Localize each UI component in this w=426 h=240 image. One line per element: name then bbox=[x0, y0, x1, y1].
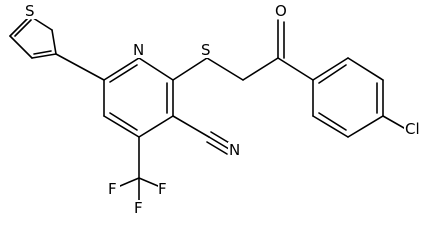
thioether-linker bbox=[172, 19, 314, 81]
atom-nitrile-n: N bbox=[228, 141, 242, 159]
chlorophenyl-ring bbox=[312, 57, 405, 138]
atom-fluorine-2: F bbox=[158, 180, 170, 198]
svg-text:F: F bbox=[134, 199, 143, 217]
atom-thiophene-s: S bbox=[24, 2, 37, 20]
svg-text:F: F bbox=[108, 180, 117, 198]
svg-text:S: S bbox=[25, 2, 35, 20]
atom-carbonyl-o: O bbox=[274, 2, 288, 20]
atom-fluorine-1: F bbox=[108, 180, 120, 198]
trifluoromethyl-group bbox=[119, 136, 159, 201]
atom-chlorine: Cl bbox=[404, 120, 424, 138]
svg-text:F: F bbox=[158, 180, 167, 198]
thiophene-ring bbox=[9, 15, 57, 59]
svg-text:N: N bbox=[133, 41, 144, 59]
thienyl-pyridine-bond bbox=[55, 53, 105, 81]
atom-thioether-s: S bbox=[200, 41, 213, 59]
svg-text:Cl: Cl bbox=[405, 120, 420, 138]
svg-text:S: S bbox=[201, 41, 211, 59]
structure-diagram: S N S O N Cl F F F bbox=[9, 2, 424, 217]
atom-fluorine-3: F bbox=[133, 199, 145, 217]
atom-pyridine-n: N bbox=[132, 41, 146, 59]
svg-text:N: N bbox=[229, 141, 240, 159]
svg-text:O: O bbox=[275, 2, 287, 20]
nitrile-group bbox=[172, 115, 232, 155]
pyridine-ring bbox=[103, 57, 174, 138]
